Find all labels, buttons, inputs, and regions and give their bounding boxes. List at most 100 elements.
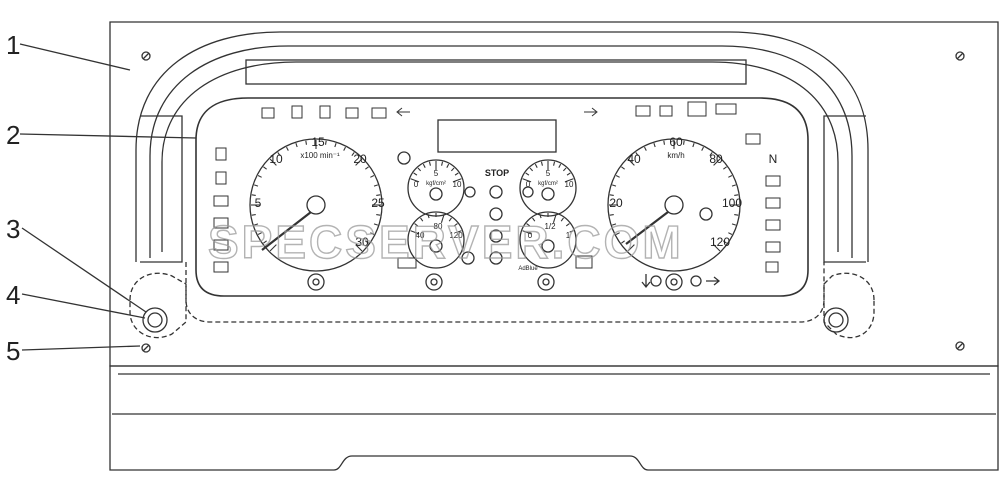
gauge-ticks [251,140,739,252]
pressure-right-tick-mark [540,161,543,166]
pressure-left-tick-mark [417,167,422,172]
tachometer-tick-mark [365,240,369,244]
fuel-tick-1: 1 [566,231,571,240]
tachometer-tick-mark [373,223,378,226]
tachometer-tick-mark [251,213,256,216]
stop-label: STOP [485,168,509,178]
speedometer-tick-mark [621,240,625,244]
pressure-right-tick-mark [553,161,556,166]
tachometer-tick-mark [257,232,262,235]
adblue-label: AdBlue [518,266,538,272]
speed-tick-40: 40 [627,152,641,166]
temp-tick-mark [410,230,420,235]
fuel-tick-half: 1/2 [544,222,556,231]
tachometer-tick-mark [343,146,346,151]
tachometer-tick-mark [365,166,369,170]
speed-tick-80: 80 [709,152,723,166]
left-grommet [142,307,168,333]
pressure-left-tick-5: 5 [434,169,439,178]
fuel-tick-mark [569,230,574,233]
speedometer-tick-mark [731,184,736,187]
speedometer-tick-mark [709,152,713,156]
speedometer-tick-mark [609,194,614,197]
pressure-right-tick-5: 5 [546,169,551,178]
tachometer-tick-mark [257,175,262,178]
temp-tick-mark [448,217,452,222]
tachometer-hub [306,195,326,215]
temp-gauge [407,211,465,269]
speedometer-tick-mark [653,143,656,148]
tachometer-tick-mark [376,194,381,197]
tachometer-tick-mark [254,184,259,187]
gauge-face [195,97,809,297]
tachometer-tick-mark [370,175,375,178]
pressure-left-tick-mark [422,163,426,168]
callout-2: 2 [6,120,20,150]
temp-tick-mark [414,223,419,227]
temp-tick-120: 120 [449,231,463,240]
temp-tick-80: 80 [434,222,443,231]
speedometer-needle [625,211,669,245]
fuel-tick-mark [560,217,564,222]
neutral-label: N [769,152,778,166]
speedometer-tick-mark [621,166,625,170]
pressure-right-tick-mark [525,172,530,176]
speedometer-tick-mark [615,175,620,178]
speedometer-dial [607,138,741,272]
fuel-tick-mark [552,214,557,223]
temp-tick-mark [440,214,445,223]
pressure-left-tick-mark [413,172,418,176]
fuel-tick-mark [539,214,542,219]
fuel-gauge [519,211,577,269]
visor-outer [135,31,869,262]
tachometer-tick-mark [254,223,259,226]
speedometer-tick-mark [692,143,695,148]
top-slot [245,59,747,85]
speedometer-tick-mark [734,194,739,197]
tachometer-tick-mark [269,244,277,252]
tachometer-tick-mark [355,158,363,166]
speed-unit: km/h [667,151,684,160]
speedometer-tick-mark [612,223,617,226]
speedometer-tick-mark [609,213,614,216]
pressure-left-tick-mark [441,161,444,166]
speedometer-tick-mark [701,146,704,151]
speed-tick-20: 20 [609,196,623,210]
temp-tick-mark [457,230,462,233]
pressure-left-tick-mark [410,178,420,183]
tachometer-dial [249,138,383,272]
fuel-tick-0: 0 [528,231,533,240]
tachometer-tick-mark [376,213,381,216]
pressure-right-tick-mark [522,178,532,183]
pressure-right-tick-mark [562,167,567,172]
speedometer-tick-mark [644,146,647,151]
fuel-tick-mark [532,217,536,222]
speedometer-tick-mark [713,158,721,166]
tach-tick-15: 15 [311,135,325,149]
fuel-tick-mark [526,223,531,227]
fuel-tick-mark [522,230,532,235]
speedometer-tick-mark [731,223,736,226]
pressure-right-tick-mark [529,167,534,172]
tachometer-tick-mark [324,140,327,145]
speedometer-tick-mark [612,184,617,187]
adjust-knobs [307,273,702,291]
pressure-left-tick-mark [428,161,431,166]
tachometer-tick-mark [251,194,256,197]
left-side-bracket [140,115,183,263]
tach-tick-5: 5 [255,196,262,210]
pressure-left-tick-mark [450,167,455,172]
speedometer-tick-mark [627,244,635,252]
down-arrow-icon [641,274,651,289]
tach-tick-10: 10 [269,152,283,166]
speedometer-tick-mark [723,166,727,170]
tachometer-tick-mark [286,146,289,151]
pressure-right-tick-10: 10 [565,180,574,189]
speedometer-tick-mark [627,158,635,166]
pressure-right-tick-mark [534,163,538,168]
speedometer-tick-mark [615,232,620,235]
right-arrow-icon [706,276,721,286]
speedometer-tick-mark [663,140,666,145]
right-grommet [823,307,849,333]
